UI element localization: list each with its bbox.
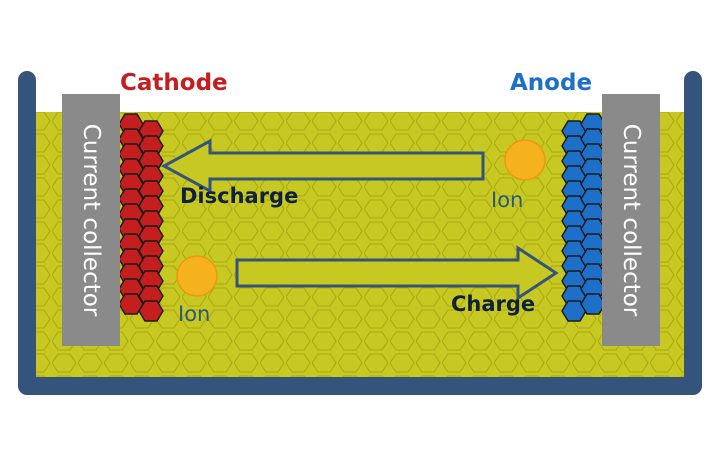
ion-left [176, 255, 218, 297]
ion-right-label: Ion [491, 188, 524, 212]
anode-label: Anode [510, 70, 593, 96]
cathode-label: Cathode [120, 70, 228, 96]
container [18, 71, 702, 395]
discharge-arrow [160, 138, 485, 194]
left-collector-label: Current collector [78, 123, 104, 317]
right-collector-label: Current collector [618, 123, 644, 317]
right-current-collector: Current collector [602, 94, 660, 346]
charge-arrow [235, 245, 559, 301]
charge-label: Charge [451, 292, 536, 316]
cathode-cell [138, 300, 164, 322]
ion-left-label: Ion [178, 302, 211, 326]
discharge-label: Discharge [180, 184, 299, 208]
left-current-collector: Current collector [62, 94, 120, 346]
cathode-electrode [118, 113, 164, 322]
anode-electrode [561, 113, 606, 322]
ion-right [504, 139, 546, 181]
